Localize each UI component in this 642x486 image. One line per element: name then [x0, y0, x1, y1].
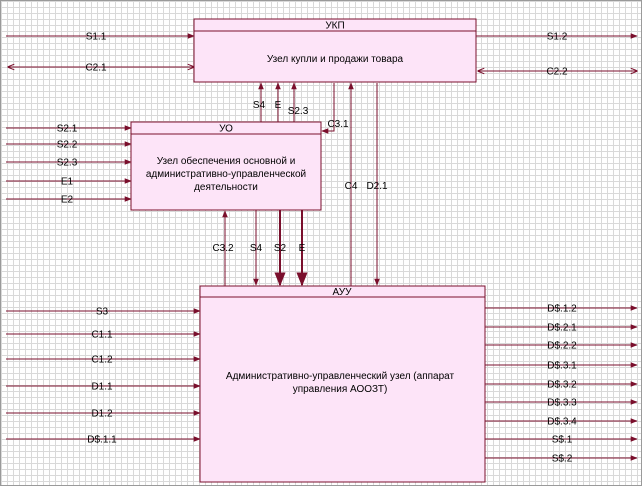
arrow-c1-1[interactable]: C1.1 — [6, 330, 201, 341]
block-uo-title: УО — [219, 124, 233, 135]
arrow-c2-2[interactable]: C2.2 — [478, 67, 637, 78]
arrow-ds3-4[interactable]: D$.3.4 — [485, 417, 638, 428]
arrow-ds3-4-label: D$.3.4 — [547, 417, 577, 428]
arrow-s4-top-label: S4 — [253, 100, 266, 111]
arrow-ds3-3-label: D$.3.3 — [547, 398, 577, 409]
arrow-ss1[interactable]: S$.1 — [485, 435, 638, 446]
arrow-s2-2-label: S2.2 — [57, 140, 78, 151]
arrow-c3-1[interactable]: C3.1 — [321, 83, 349, 134]
block-ukp[interactable]: УКП Узел купли и продажи товара — [193, 18, 477, 83]
arrow-c1-1-label: C1.1 — [91, 330, 113, 341]
block-uo-text-line1: Узел обеспечения основной и — [157, 155, 296, 167]
arrow-ds3-2[interactable]: D$.3.2 — [485, 380, 638, 391]
arrow-c2-1[interactable]: C2.1 — [8, 63, 194, 74]
arrow-s4-mid[interactable]: S4 — [250, 210, 263, 286]
arrow-ds3-3[interactable]: D$.3.3 — [485, 398, 638, 409]
arrow-ds3-2-label: D$.3.2 — [547, 380, 577, 391]
arrow-ds2-2-label: D$.2.2 — [547, 341, 577, 352]
block-ukp-text: Узел купли и продажи товара — [267, 54, 404, 65]
arrow-ds2-1-label: D$.2.1 — [547, 323, 577, 334]
arrow-d1-1[interactable]: D1.1 — [6, 382, 201, 393]
arrow-s2-1-label: S2.1 — [57, 124, 78, 135]
arrow-e-top-label: E — [275, 100, 282, 111]
arrow-ds1-2-label: D$.1.2 — [547, 304, 577, 315]
arrow-c4-label: C4 — [345, 181, 358, 192]
arrow-e-top[interactable]: E — [275, 82, 282, 122]
block-ukp-box — [193, 18, 477, 83]
arrow-c2-2-label: C2.2 — [546, 67, 568, 78]
arrow-s2-2[interactable]: S2.2 — [6, 140, 132, 151]
arrow-ss2-label: S$.2 — [552, 454, 573, 465]
arrow-c4[interactable]: C4 — [345, 82, 358, 286]
arrow-s2-3-top-label: S2.3 — [288, 106, 309, 117]
arrow-ds1-2[interactable]: D$.1.2 — [485, 304, 638, 315]
arrow-e2[interactable]: E2 — [6, 195, 132, 206]
arrow-s3[interactable]: S3 — [6, 307, 201, 318]
arrow-e1-label: E1 — [61, 177, 74, 188]
block-auu-text-line1: Административно-управленческий узел (апп… — [226, 371, 455, 382]
arrow-ds3-1-label: D$.3.1 — [547, 361, 577, 372]
arrow-ds1-1[interactable]: D$.1.1 — [6, 435, 201, 446]
arrow-c1-2-label: C1.2 — [91, 355, 113, 366]
arrow-s2-3-top[interactable]: S2.3 — [288, 82, 309, 122]
arrow-s4-mid-label: S4 — [250, 243, 263, 254]
arrow-ss1-label: S$.1 — [552, 435, 573, 446]
arrow-s3-label: S3 — [96, 307, 109, 318]
arrow-s2-mid-label: S2 — [274, 243, 287, 254]
block-auu-box — [199, 285, 486, 483]
arrow-e2-label: E2 — [61, 195, 74, 206]
arrow-ds2-1[interactable]: D$.2.1 — [485, 323, 638, 334]
block-auu-text-line2: управления АООЗТ) — [293, 384, 388, 395]
arrow-s1-2-label: S1.2 — [547, 32, 568, 43]
arrow-ds2-2[interactable]: D$.2.2 — [485, 341, 638, 352]
arrow-s2-1[interactable]: S2.1 — [6, 124, 132, 135]
arrow-ss2[interactable]: S$.2 — [485, 454, 638, 465]
arrow-c3-1-label: C3.1 — [327, 119, 349, 130]
arrow-c2-1-label: C2.1 — [85, 63, 107, 74]
arrow-d2-1[interactable]: D2.1 — [366, 83, 388, 286]
arrow-s1-2[interactable]: S1.2 — [476, 32, 638, 43]
arrow-ds3-1[interactable]: D$.3.1 — [485, 361, 638, 372]
arrow-c3-2[interactable]: C3.2 — [212, 210, 234, 286]
arrow-e-mid[interactable]: E — [296, 210, 308, 287]
arrow-e1[interactable]: E1 — [6, 177, 132, 188]
arrow-d1-1-label: D1.1 — [91, 382, 113, 393]
arrow-c3-1-line — [321, 83, 335, 134]
arrow-c3-2-label: C3.2 — [212, 243, 234, 254]
block-uo[interactable]: УО Узел обеспечения основной и администр… — [130, 121, 322, 211]
block-auu[interactable]: АУУ Административно-управленческий узел … — [199, 285, 486, 483]
block-auu-title: АУУ — [333, 287, 353, 298]
arrow-s1-1[interactable]: S1.1 — [6, 32, 195, 43]
arrow-s2-3-label: S2.3 — [57, 158, 78, 169]
arrow-s2-mid[interactable]: S2 — [274, 210, 287, 287]
arrow-c1-2[interactable]: C1.2 — [6, 355, 201, 366]
arrow-s4-top[interactable]: S4 — [253, 82, 266, 122]
arrow-d2-1-label: D2.1 — [366, 181, 388, 192]
arrow-ds1-1-label: D$.1.1 — [87, 435, 117, 446]
block-uo-box — [130, 121, 322, 211]
block-uo-text-line2: административно-управленческой — [146, 169, 306, 180]
block-ukp-title: УКП — [325, 21, 344, 32]
arrow-d1-2[interactable]: D1.2 — [6, 409, 201, 420]
arrow-s1-1-label: S1.1 — [86, 32, 107, 43]
arrow-d1-2-label: D1.2 — [91, 409, 113, 420]
arrow-s2-3[interactable]: S2.3 — [6, 158, 132, 169]
block-uo-text-line3: деятельности — [194, 182, 258, 193]
arrow-e-mid-label: E — [299, 243, 306, 254]
